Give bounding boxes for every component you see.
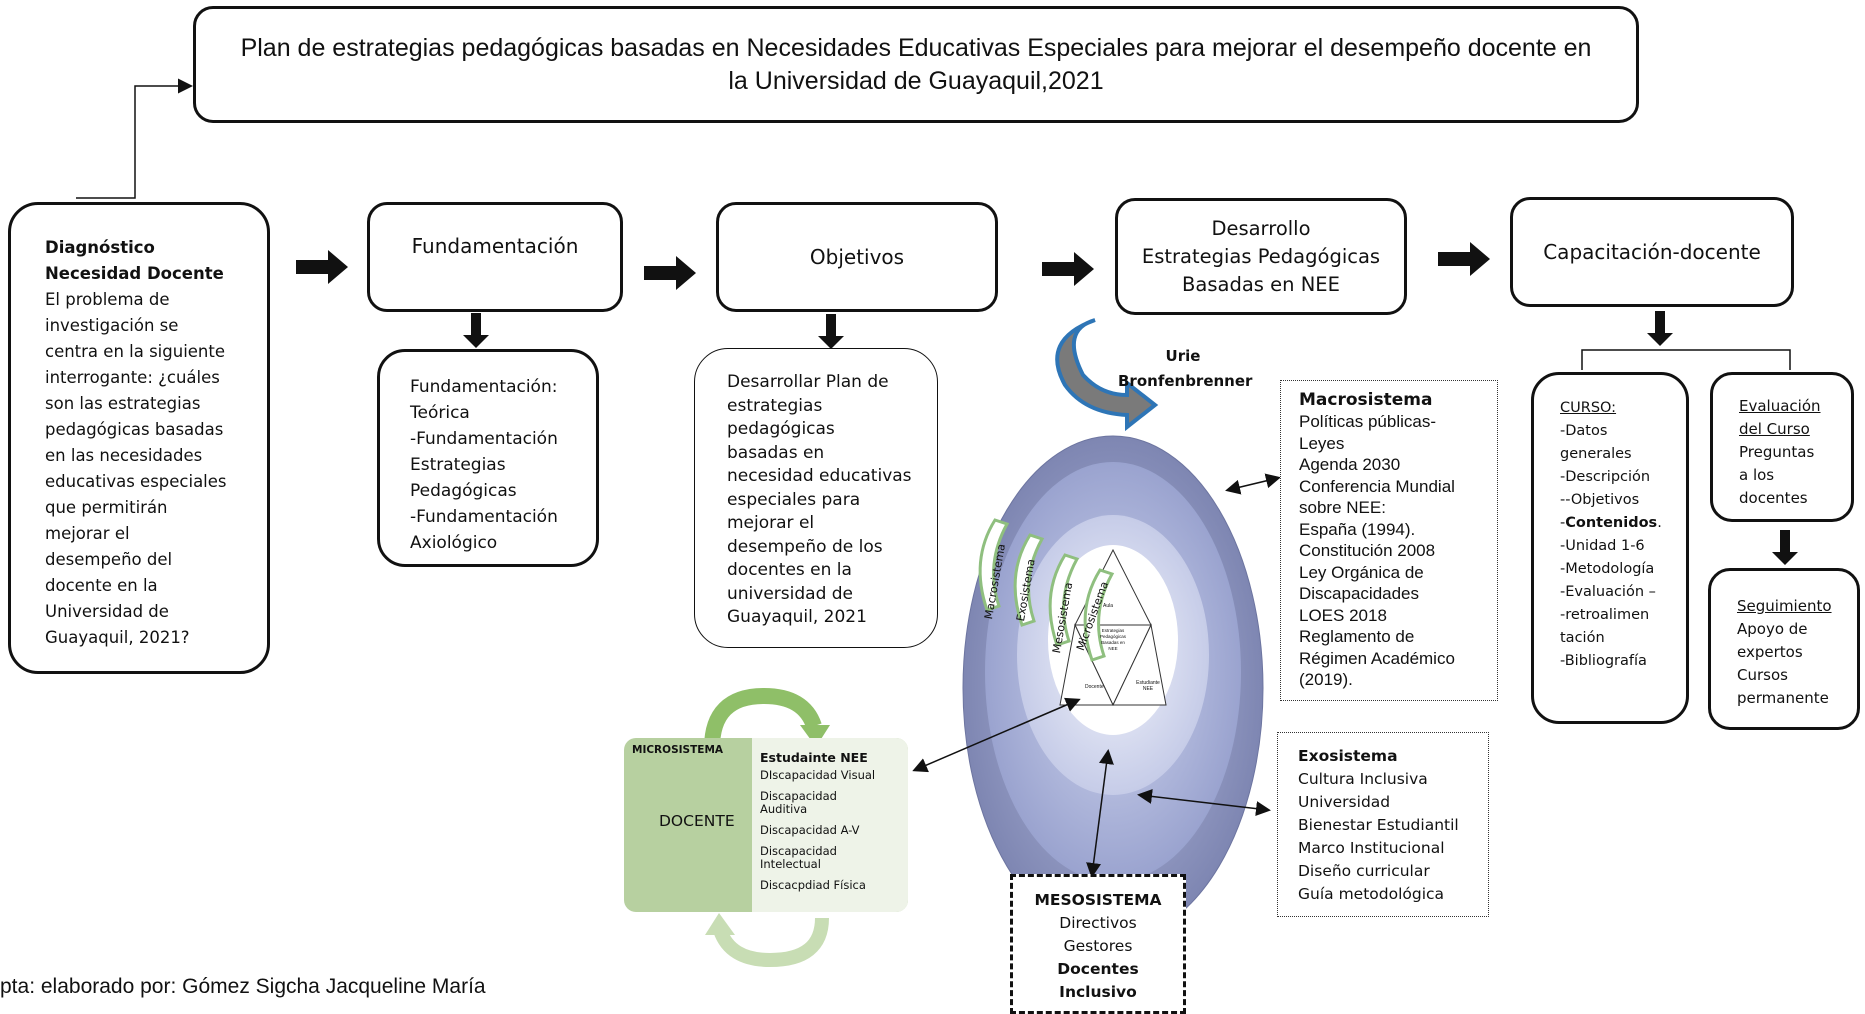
triangle-label-left: Docente <box>1085 684 1104 690</box>
fundamentacion-detail-text: Fundamentación: Teórica -Fundamentación … <box>410 377 558 553</box>
seguimiento-box: Seguimiento Apoyo de expertos Cursos per… <box>1708 568 1860 730</box>
step-capacitacion-label: Capacitación-docente <box>1543 240 1761 264</box>
arrow-down-objetivos <box>818 314 844 349</box>
microsistema-item: DIscapacidad Visual <box>760 768 876 782</box>
macrosistema-text: Políticas públicas- Leyes Agenda 2030 Co… <box>1299 412 1455 689</box>
arrow-down-capacitacion <box>1647 311 1673 346</box>
mesosistema-line3: Docentes <box>1057 960 1139 978</box>
step-fundamentacion: Fundamentación <box>367 202 623 312</box>
microsistema-item: Discacpdiad Física <box>760 878 866 892</box>
connector-diagnostico-title <box>76 78 193 199</box>
seguimiento-text: Apoyo de expertos Cursos permanente <box>1737 620 1829 707</box>
diagnostico-box: Diagnóstico Necesidad Docente El problem… <box>8 202 270 674</box>
curso-items-after: -Unidad 1-6 -Metodología -Evaluación – -… <box>1560 538 1656 669</box>
arrow-right-4 <box>1438 242 1490 276</box>
curso-heading: CURSO: <box>1560 400 1617 416</box>
tab-exosistema <box>1013 533 1045 627</box>
arrow-right-2 <box>644 256 696 290</box>
mesosistema-line2: Gestores <box>1063 937 1133 955</box>
curso-items-before: -Datos generales -Descripción --Objetivo… <box>1560 423 1651 508</box>
macrosistema-heading: Macrosistema <box>1299 390 1433 410</box>
triangle-docente <box>1059 623 1114 706</box>
bracket-capacitacion <box>1581 349 1791 370</box>
arrow-right-1 <box>296 250 348 284</box>
microsistema-item: Discapacidad A-V <box>760 823 860 837</box>
micro-cycle-bottom-arrowhead <box>705 913 735 935</box>
diagnostico-heading1: Diagnóstico <box>45 238 155 257</box>
fundamentacion-detail-box: Fundamentación: Teórica -Fundamentación … <box>377 349 599 567</box>
objetivos-detail-text: Desarrollar Plan de estrategias pedagógi… <box>727 372 912 627</box>
step-objetivos-label: Objetivos <box>809 245 905 269</box>
triangle-estudiante <box>1112 623 1167 706</box>
step-desarrollo: Desarrollo Estrategias Pedagógicas Basad… <box>1115 198 1407 315</box>
microsistema-panel: MICROSISTEMA DOCENTE Estudainte NEE DIsc… <box>624 738 908 912</box>
seguimiento-heading: Seguimiento <box>1737 597 1832 615</box>
microsistema-item: Discapacidad Auditiva <box>760 789 837 816</box>
mesosistema-heading: MESOSISTEMA <box>1034 891 1162 909</box>
triangle-label-mid: Estrategias Pedagógicas Basadas en NEE <box>1099 628 1127 651</box>
footer-note: pta: elaborado por: Gómez Sigcha Jacquel… <box>0 975 486 998</box>
microsistema-item: Discapacidad Intelectual <box>760 844 837 871</box>
diagnostico-text: El problema de investigación se centra e… <box>45 290 227 647</box>
tab-macrosistema <box>978 518 1010 612</box>
microsistema-heading: Estudainte NEE <box>760 750 868 765</box>
curso-contenidos: Contenidos <box>1565 515 1658 531</box>
title-text: Plan de estrategias pedagógicas basadas … <box>240 33 1592 95</box>
step-objetivos: Objetivos <box>716 202 998 312</box>
diagnostico-heading2: Necesidad Docente <box>45 264 224 283</box>
arrow-meso-link <box>1086 749 1114 878</box>
step-fundamentacion-label: Fundamentación <box>411 234 579 258</box>
arrow-down-fundamentacion <box>463 313 489 348</box>
mesosistema-box: MESOSISTEMA Directivos Gestores Docentes… <box>1010 874 1186 1014</box>
micro-cycle-bottom-arrow <box>713 917 829 968</box>
triangle-label-top: Aula <box>1103 603 1114 609</box>
arrow-exo-link <box>1137 788 1271 817</box>
arrow-macro-link <box>1225 473 1281 495</box>
exosistema-text: Cultura Inclusiva Universidad Bienestar … <box>1298 770 1459 903</box>
step-desarrollo-label: Desarrollo Estrategias Pedagógicas Basad… <box>1141 216 1381 296</box>
title-box: Plan de estrategias pedagógicas basadas … <box>193 6 1639 123</box>
exosistema-box: Exosistema Cultura Inclusiva Universidad… <box>1277 732 1489 917</box>
arrow-down-evaluacion <box>1772 530 1798 565</box>
microsistema-label: MICROSISTEMA <box>632 744 724 756</box>
evaluacion-heading: Evaluación del Curso <box>1739 397 1821 438</box>
evaluacion-box: Evaluación del Curso Preguntas a los doc… <box>1710 372 1854 522</box>
macrosistema-box: Macrosistema Políticas públicas- Leyes A… <box>1280 380 1498 701</box>
objetivos-detail-box: Desarrollar Plan de estrategias pedagógi… <box>694 348 938 648</box>
exosistema-heading: Exosistema <box>1298 747 1398 765</box>
tab-microsistema <box>1083 568 1115 662</box>
bronfenbrenner-label: Urie Bronfenbrenner <box>1118 347 1253 390</box>
arrow-right-3 <box>1042 252 1094 286</box>
arrow-micro-link <box>912 697 1081 773</box>
bronfenbrenner-curved-arrow <box>1055 318 1159 432</box>
micro-cycle-top-arrowhead <box>800 725 830 747</box>
step-capacitacion: Capacitación-docente <box>1510 197 1794 307</box>
mesosistema-line4: Inclusivo <box>1059 983 1137 1001</box>
mesosistema-line1: Directivos <box>1059 914 1137 932</box>
evaluacion-text: Preguntas a los docentes <box>1739 443 1815 507</box>
micro-cycle-top-arrow <box>704 687 822 749</box>
microsistema-list: Estudainte NEE DIscapacidad Visual Disca… <box>752 738 908 912</box>
microsistema-docente: DOCENTE <box>659 812 735 830</box>
triangle-label-right: Estudiante NEE <box>1136 680 1160 692</box>
tab-mesosistema <box>1048 553 1080 647</box>
curso-box: CURSO: -Datos generales -Descripción --O… <box>1531 372 1689 724</box>
